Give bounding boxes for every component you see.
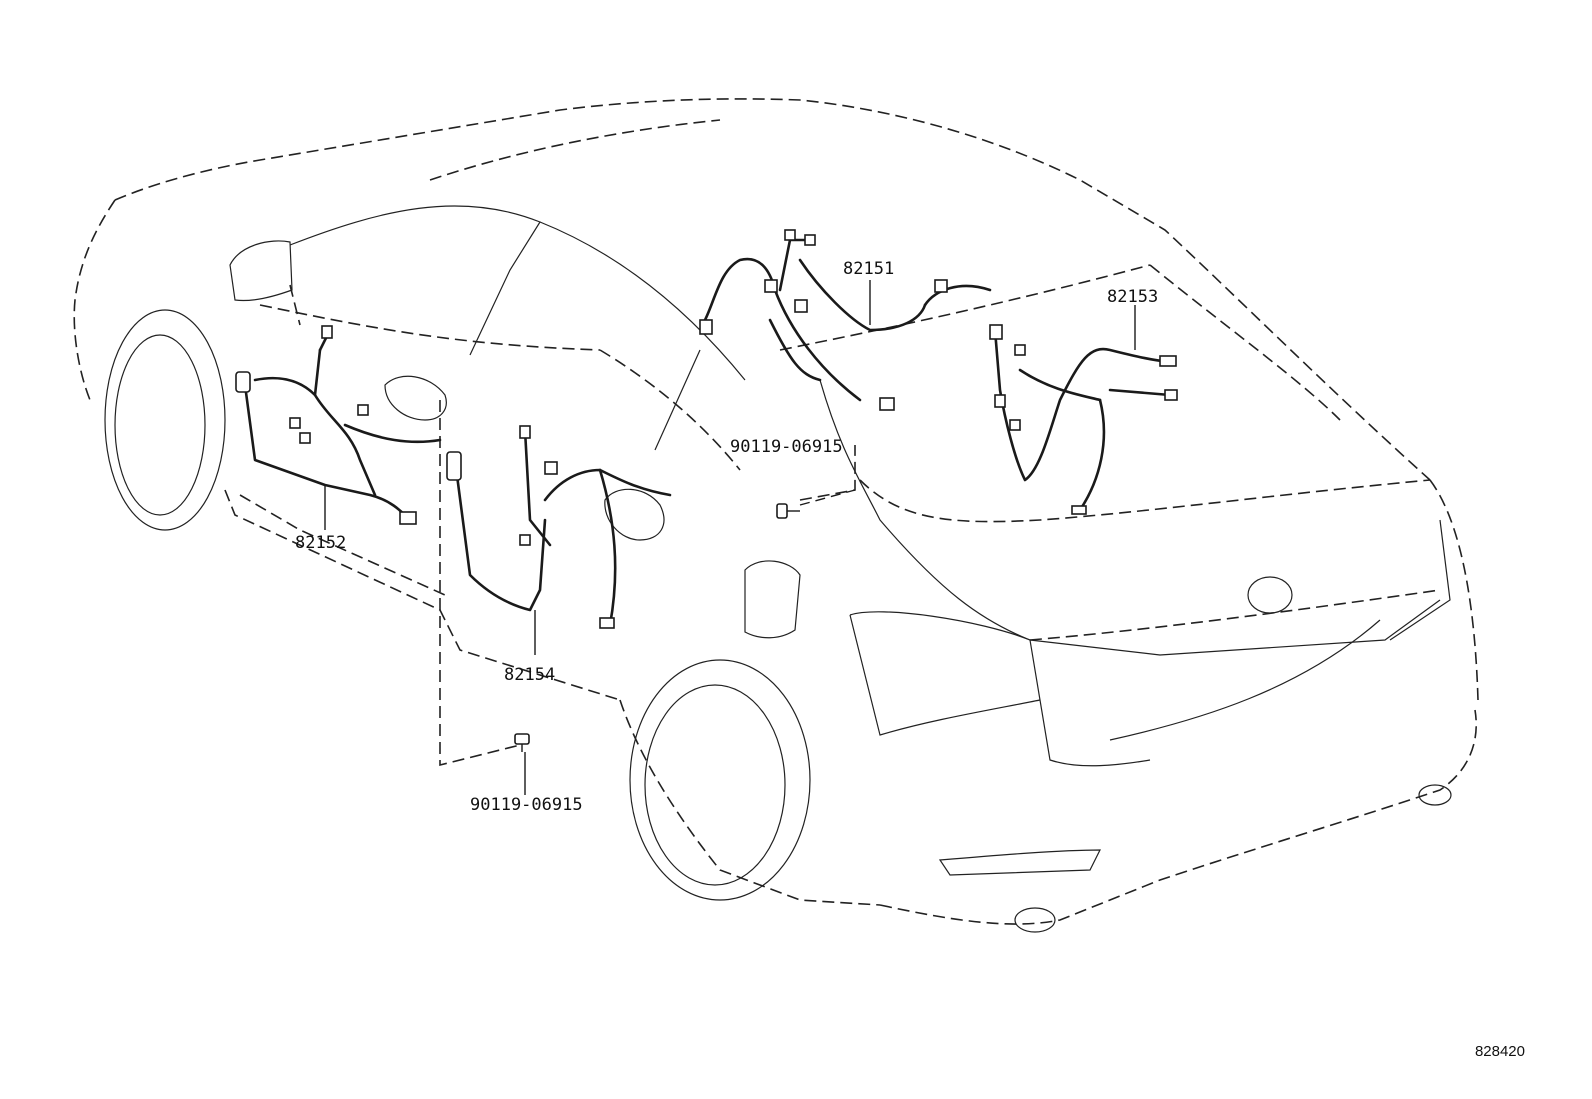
label-82151: 82151 [843, 259, 894, 279]
harness-82154 [446, 425, 672, 629]
leader-lines [324, 280, 1136, 795]
label-82152: 82152 [295, 533, 346, 553]
car-body-outline [73, 98, 1479, 925]
harness-82153 [989, 324, 1178, 515]
harness-82152 [235, 325, 442, 525]
clip-lower-icon [514, 733, 530, 752]
label-82153: 82153 [1107, 287, 1158, 307]
label-clip-upper: 90119-06915 [730, 437, 843, 457]
figure-reference: 828420 [1475, 1043, 1525, 1060]
car-body-lines [104, 205, 1452, 933]
label-clip-lower: 90119-06915 [470, 795, 583, 815]
label-82154: 82154 [504, 665, 555, 685]
clip-upper-icon [776, 503, 800, 519]
harness-82151 [699, 229, 992, 411]
